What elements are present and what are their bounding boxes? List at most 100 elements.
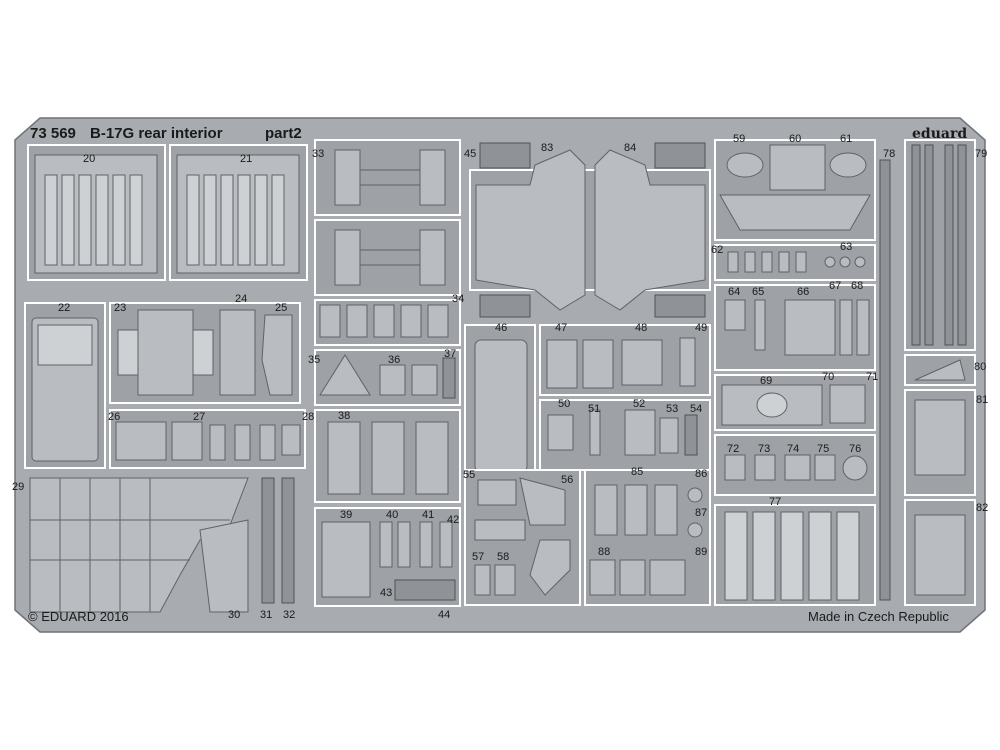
part-number-label-72: 72: [727, 443, 739, 455]
parts-35-37: [314, 349, 461, 406]
part-number-label-89: 89: [695, 546, 707, 558]
parts-69-71: [714, 374, 876, 431]
part-number-label-34: 34: [452, 293, 464, 305]
part-number-label-41: 41: [422, 509, 434, 521]
part-number-label-40: 40: [386, 509, 398, 521]
part-number-label-62: 62: [711, 244, 723, 256]
part-number-label-38: 38: [338, 410, 350, 422]
part-number-label-73: 73: [758, 443, 770, 455]
part-number-label-80: 80: [974, 361, 986, 373]
parts-20-21: [27, 144, 308, 281]
part-number-label-83: 83: [541, 142, 553, 154]
part-number-label-39: 39: [340, 509, 352, 521]
part-number-label-75: 75: [817, 443, 829, 455]
part-number-label-59: 59: [733, 133, 745, 145]
part-number-label-45: 45: [464, 148, 476, 160]
catalog-number: 73 569: [30, 125, 76, 142]
parts-79: [904, 139, 976, 351]
part-number-label-53: 53: [666, 403, 678, 415]
part-number-label-68: 68: [851, 280, 863, 292]
part-number-label-79: 79: [975, 148, 987, 160]
part-number-label-46: 46: [495, 322, 507, 334]
part-number-label-48: 48: [635, 322, 647, 334]
parts-55-58: [464, 469, 581, 606]
parts-85-89: [584, 469, 711, 606]
part-number-label-55: 55: [463, 469, 475, 481]
part-number-label-44: 44: [438, 609, 450, 621]
parts-38: [314, 409, 461, 503]
part-number-label-23: 23: [114, 302, 126, 314]
parts-45: [479, 142, 706, 318]
part-number-label-29: 29: [12, 481, 24, 493]
part-number-label-76: 76: [849, 443, 861, 455]
part-number-label-25: 25: [275, 302, 287, 314]
part-number-label-84: 84: [624, 142, 636, 154]
parts-83-84: [469, 149, 711, 311]
part-number-label-56: 56: [561, 474, 573, 486]
part-number-label-27: 27: [193, 411, 205, 423]
parts-26-28: [109, 409, 306, 469]
part-number-label-36: 36: [388, 354, 400, 366]
part-29: [29, 477, 249, 613]
part-number-label-63: 63: [840, 241, 852, 253]
part-number-label-33: 33: [312, 148, 324, 160]
part-number-label-57: 57: [472, 551, 484, 563]
parts-50-54: [539, 399, 711, 471]
parts-77: [714, 504, 876, 606]
part-number-label-47: 47: [555, 322, 567, 334]
part-number-label-32: 32: [283, 609, 295, 621]
part-number-label-77: 77: [769, 496, 781, 508]
part-number-label-87: 87: [695, 507, 707, 519]
part-number-label-71: 71: [866, 371, 878, 383]
brand-logo: eduard: [912, 126, 967, 142]
part-number-label-86: 86: [695, 468, 707, 480]
part-number-label-82: 82: [976, 502, 988, 514]
parts-80-82: [904, 354, 976, 606]
part-number-label-37: 37: [444, 348, 456, 360]
part-number-label-24: 24: [235, 293, 247, 305]
part-number-label-70: 70: [822, 371, 834, 383]
parts-72-76: [714, 434, 876, 496]
part-number-label-65: 65: [752, 286, 764, 298]
part-number-label-64: 64: [728, 286, 740, 298]
part-number-label-26: 26: [108, 411, 120, 423]
part-number-label-42: 42: [447, 514, 459, 526]
part-number-label-78: 78: [883, 148, 895, 160]
origin-text: Made in Czech Republic: [808, 609, 949, 624]
part-46: [464, 324, 536, 481]
part-number-label-60: 60: [789, 133, 801, 145]
parts-59-61: [714, 139, 876, 241]
kit-title: B-17G rear interior: [90, 125, 223, 142]
part-number-label-85: 85: [631, 466, 643, 478]
part-number-label-51: 51: [588, 403, 600, 415]
part-number-label-88: 88: [598, 546, 610, 558]
part-number-label-30: 30: [228, 609, 240, 621]
part-number-label-58: 58: [497, 551, 509, 563]
parts-33: [314, 139, 461, 296]
parts-62-63: [714, 244, 876, 281]
part-number-label-74: 74: [787, 443, 799, 455]
parts-31-32: [261, 477, 295, 604]
kit-part: part2: [265, 125, 302, 142]
part-number-label-66: 66: [797, 286, 809, 298]
part-number-label-50: 50: [558, 398, 570, 410]
part-number-label-49: 49: [695, 322, 707, 334]
part-number-label-61: 61: [840, 133, 852, 145]
part-number-label-35: 35: [308, 354, 320, 366]
parts-47-49: [539, 324, 711, 396]
parts-34: [314, 299, 461, 346]
part-number-label-43: 43: [380, 587, 392, 599]
part-22-door: [24, 302, 106, 469]
part-number-label-54: 54: [690, 403, 702, 415]
part-number-label-69: 69: [760, 375, 772, 387]
part-number-label-31: 31: [260, 609, 272, 621]
copyright-text: © EDUARD 2016: [28, 609, 129, 624]
part-number-label-20: 20: [83, 153, 95, 165]
part-number-label-28: 28: [302, 411, 314, 423]
part-number-label-52: 52: [633, 398, 645, 410]
part-number-label-81: 81: [976, 394, 988, 406]
part-number-label-21: 21: [240, 153, 252, 165]
parts-23-25: [109, 302, 301, 404]
